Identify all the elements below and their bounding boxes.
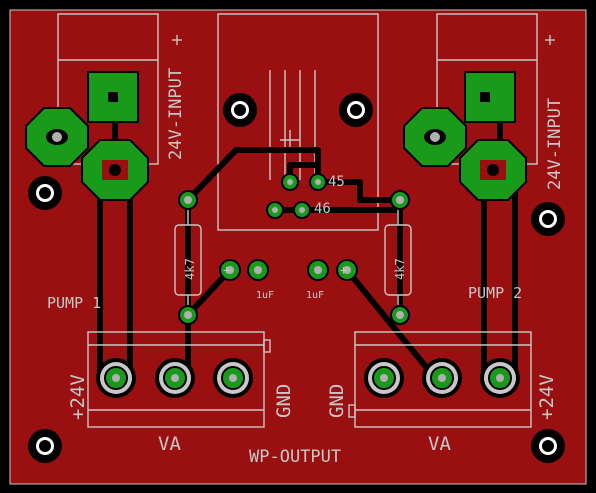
mounting-hole-top-left [28,176,62,210]
v24-left-label: +24V [67,374,89,420]
gnd-right-label: GND [326,384,348,418]
output-connector-left-outline [87,331,271,428]
resistor-right [384,210,412,305]
mounting-hole-top-right [531,202,565,236]
output-label: WP-OUTPUT [249,447,341,467]
cap-left-plus: + [223,263,230,277]
screw-hole-right [339,93,373,127]
cap-right-label: 1uF [306,290,324,301]
small-pads [178,173,410,325]
cap-right-plus: + [340,263,347,277]
output-left-pads [96,358,253,398]
mounting-hole-bottom-left [28,429,62,463]
input-left-octagon-pad-2 [81,139,149,201]
resistor-right-label: 4k7 [393,258,407,280]
input-right-octagon-pad-2 [459,139,527,201]
input-left-square-pad [87,71,139,123]
resistor-left-label: 4k7 [183,258,197,280]
screw-hole-left [223,93,257,127]
pin-45-label: 45 [328,174,345,190]
input-right-label: 24V-INPUT [545,98,565,190]
input-left-label: 24V-INPUT [166,68,186,160]
input-left-octagon-pad-1 [25,107,89,167]
output-right-pads [364,358,520,398]
input-right-octagon-pad-1 [403,107,467,167]
traces [97,87,518,381]
input-right-square-pad [464,71,516,123]
center-component-outline [217,13,379,231]
cap-left-label: 1uF [256,290,274,301]
gnd-left-label: GND [273,384,295,418]
pump-right-label: PUMP 2 [468,284,522,302]
output-connector-right-outline [348,331,532,428]
pump-left-label: PUMP 1 [47,294,101,312]
va-left-label: VA [158,433,181,455]
v24-right-label: +24V [536,374,558,420]
va-right-label: VA [428,433,451,455]
mounting-hole-bottom-right [531,429,565,463]
resistor-left [174,210,202,305]
pin-46-label: 46 [314,201,331,217]
